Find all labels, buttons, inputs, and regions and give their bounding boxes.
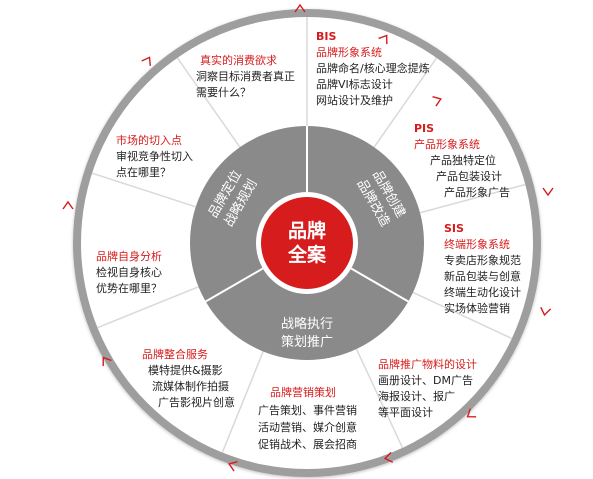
bis-line-2: 品牌VI标志设计 — [316, 77, 393, 91]
self-title: 品牌自身分析 — [96, 249, 162, 263]
promo-title: 品牌推广物料的设计 — [378, 357, 477, 371]
chevron-arrow-icon — [383, 451, 394, 463]
sis-line-2: 新品包装与创意 — [444, 269, 521, 283]
segment-divider — [373, 57, 438, 148]
pis-title: 产品形象系统 — [414, 137, 480, 151]
pis-line-2: 产品包装设计 — [436, 169, 502, 183]
self-line-1: 检视自身核心 — [96, 265, 162, 279]
inner-execution: 战略执行 策划推广 — [281, 316, 333, 350]
segment-marketing: 品牌营销策划 广告策划、事件营销 活动营销、媒介创意 促销战术、展会招商 — [258, 385, 357, 451]
consumer-line-2: 需要什么？ — [196, 86, 251, 99]
segment-divider — [355, 348, 404, 449]
promo-line-3: 等平面设计 — [378, 405, 433, 419]
inner-exec-line2: 策划推广 — [281, 334, 333, 350]
segment-sis: SIS 终端形象系统 专卖店形象规范 新品包装与创意 终端生动化设计 实场体验营… — [444, 222, 521, 315]
segment-pis: PIS 产品形象系统 产品独特定位 产品包装设计 产品形象广告 — [414, 122, 510, 199]
integrated-title: 品牌整合服务 — [142, 347, 208, 361]
marketing-line-2: 活动营销、媒介创意 — [258, 420, 357, 434]
bis-line-3: 网站设计及维护 — [316, 93, 393, 107]
chevron-arrow-icon — [294, 3, 306, 13]
segment-divider — [419, 183, 526, 214]
sis-line-3: 终端生动化设计 — [444, 285, 521, 299]
segment-bis: BIS 品牌形象系统 品牌命名/核心理念提炼 品牌VI标志设计 网站设计及维护 — [316, 30, 430, 107]
market-title: 市场的切入点 — [116, 133, 182, 147]
inner-exec-line1: 战略执行 — [281, 316, 333, 332]
consumer-title: 真实的消费欲求 — [200, 53, 277, 67]
segment-market-entry: 市场的切入点 审视竞争性切入 点在哪里？ — [116, 133, 193, 179]
bis-title: 品牌形象系统 — [316, 45, 382, 59]
inner-divider — [205, 267, 264, 303]
segment-divider — [91, 172, 196, 208]
marketing-line-1: 广告策划、事件营销 — [258, 403, 357, 417]
self-line-2: 优势在哪里？ — [96, 282, 162, 295]
promo-line-2: 海报设计、报广 — [378, 389, 455, 403]
inner-divider — [350, 267, 409, 303]
segment-integrated: 品牌整合服务 模特提供&摄影 流媒体制作拍摄 广告影视片创意 — [142, 347, 235, 409]
sis-title: 终端形象系统 — [444, 237, 510, 251]
chevron-arrow-icon — [378, 34, 388, 45]
sis-line-4: 实场体验营销 — [444, 301, 510, 315]
bis-code: BIS — [316, 30, 336, 43]
chevron-arrow-icon — [62, 200, 74, 210]
segment-divider — [412, 291, 513, 340]
market-line-2: 点在哪里？ — [116, 166, 171, 179]
pis-line-3: 产品形象广告 — [444, 185, 510, 199]
pis-line-1: 产品独特定位 — [430, 153, 496, 167]
chevron-arrow-icon — [542, 187, 554, 197]
chevron-arrow-icon — [102, 356, 112, 367]
bis-line-1: 品牌命名/核心理念提炼 — [316, 61, 430, 75]
inner-dividers — [205, 126, 409, 303]
segment-self-analysis: 品牌自身分析 检视自身核心 优势在哪里？ — [96, 249, 162, 295]
market-line-1: 审视竞争性切入 — [116, 149, 193, 163]
marketing-title: 品牌营销策划 — [270, 385, 336, 399]
integrated-line-1: 模特提供&摄影 — [148, 363, 223, 377]
center-line1: 品牌 — [288, 219, 326, 242]
chevron-arrow-icon — [141, 56, 152, 67]
chevron-arrow-icon — [466, 408, 477, 418]
center-disc — [261, 197, 353, 289]
chevron-arrow-icon — [228, 460, 238, 472]
segment-divider — [97, 286, 199, 329]
sis-code: SIS — [444, 222, 464, 235]
integrated-line-2: 流媒体制作拍摄 — [152, 379, 229, 393]
consumer-line-1: 洞察目标消费者真正 — [196, 69, 295, 83]
integrated-line-3: 广告影视片创意 — [158, 395, 235, 409]
segment-consumer: 真实的消费欲求 洞察目标消费者真正 需要什么？ — [196, 53, 295, 99]
chevron-arrows — [62, 3, 554, 472]
segment-promo-material: 品牌推广物料的设计 画册设计、DM广告 海报设计、报广 等平面设计 — [378, 357, 477, 419]
segment-divider — [176, 57, 241, 148]
chevron-arrow-icon — [540, 306, 552, 317]
pis-code: PIS — [414, 122, 434, 135]
segment-divider — [221, 351, 264, 453]
promo-line-1: 画册设计、DM广告 — [378, 374, 473, 387]
segment-dividers — [91, 17, 526, 453]
chevron-arrow-icon — [432, 95, 442, 107]
center-line2: 全案 — [287, 243, 327, 266]
marketing-line-3: 促销战术、展会招商 — [258, 437, 357, 451]
sis-line-1: 专卖店形象规范 — [444, 253, 521, 267]
